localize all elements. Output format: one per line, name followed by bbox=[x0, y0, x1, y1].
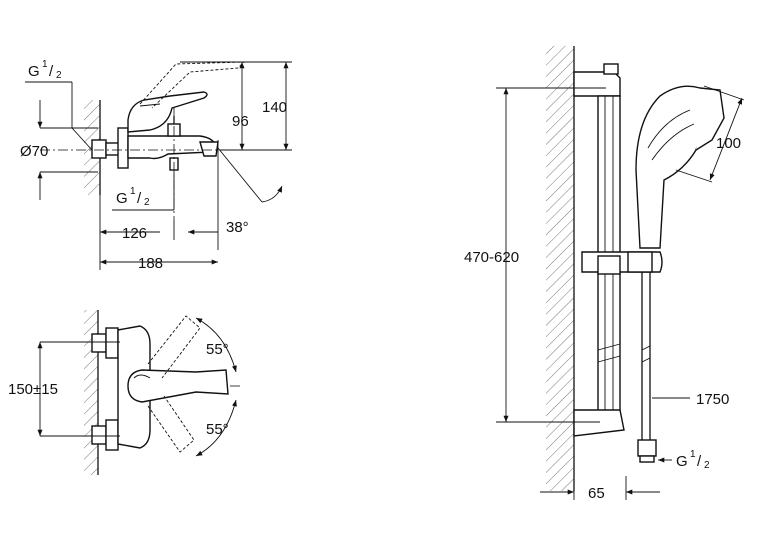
svg-text:G: G bbox=[116, 190, 128, 207]
thread-label-top: G 1 / 2 bbox=[25, 59, 93, 151]
dim-angle-55: 55° 55° bbox=[195, 317, 237, 457]
dim-1750: 1750 bbox=[652, 391, 729, 408]
dim-188: 188 bbox=[100, 255, 218, 272]
shower-rail-set: 470-620 100 1750 G 1 / 2 65 bbox=[464, 46, 745, 502]
svg-text:126: 126 bbox=[122, 225, 147, 242]
eccentric-fitting bbox=[91, 139, 107, 159]
svg-text:65: 65 bbox=[588, 485, 605, 502]
svg-text:96: 96 bbox=[232, 113, 249, 130]
svg-text:/: / bbox=[697, 453, 702, 470]
thread-label-mid: G 1 / 2 bbox=[112, 172, 175, 211]
svg-text:38°: 38° bbox=[226, 219, 249, 236]
svg-text:2: 2 bbox=[56, 70, 62, 81]
svg-text:470-620: 470-620 bbox=[464, 249, 519, 266]
dim-96-140: 96 140 bbox=[180, 61, 292, 151]
mixer-front-lever bbox=[127, 369, 229, 403]
svg-text:2: 2 bbox=[704, 460, 710, 471]
svg-text:1: 1 bbox=[130, 186, 136, 197]
dim-150: 150±15 bbox=[8, 342, 58, 436]
svg-text:G: G bbox=[676, 453, 688, 470]
svg-text:Ø70: Ø70 bbox=[20, 143, 48, 160]
svg-text:1: 1 bbox=[42, 59, 48, 70]
rail-bracket-top bbox=[573, 71, 621, 97]
svg-text:100: 100 bbox=[716, 135, 741, 152]
mixer-front-view: 150±15 55° 55° bbox=[8, 310, 240, 475]
svg-text:G: G bbox=[28, 63, 40, 80]
svg-text:1: 1 bbox=[690, 449, 696, 460]
wall-hatch-rail bbox=[546, 46, 574, 491]
dim-470-620: 470-620 bbox=[464, 87, 606, 423]
dim-65: 65 bbox=[540, 476, 660, 502]
rail-bracket-bottom bbox=[573, 409, 625, 437]
mixer-side-view: G 1 / 2 Ø70 96 140 bbox=[20, 59, 292, 272]
svg-text:/: / bbox=[137, 190, 142, 207]
fitting-bottom bbox=[91, 425, 107, 445]
dim-diameter-70: Ø70 bbox=[20, 100, 98, 200]
svg-text:55°: 55° bbox=[206, 341, 229, 358]
svg-text:1750: 1750 bbox=[696, 391, 729, 408]
fitting-top bbox=[91, 333, 107, 353]
svg-text:140: 140 bbox=[262, 99, 287, 116]
svg-text:2: 2 bbox=[144, 197, 150, 208]
dim-angle-38: 38° bbox=[217, 147, 283, 236]
svg-text:55°: 55° bbox=[206, 421, 229, 438]
svg-text:/: / bbox=[49, 63, 54, 80]
dim-100: 100 bbox=[675, 85, 745, 183]
svg-text:188: 188 bbox=[138, 255, 163, 272]
hose-nut bbox=[637, 439, 657, 457]
dim-126: 126 bbox=[100, 220, 218, 242]
mixer-lever bbox=[127, 91, 208, 133]
thread-label-hose: G 1 / 2 bbox=[658, 449, 710, 471]
wall-flange bbox=[117, 127, 129, 169]
svg-text:150±15: 150±15 bbox=[8, 381, 58, 398]
shower-hose bbox=[641, 272, 651, 450]
mixer-body bbox=[127, 135, 217, 160]
